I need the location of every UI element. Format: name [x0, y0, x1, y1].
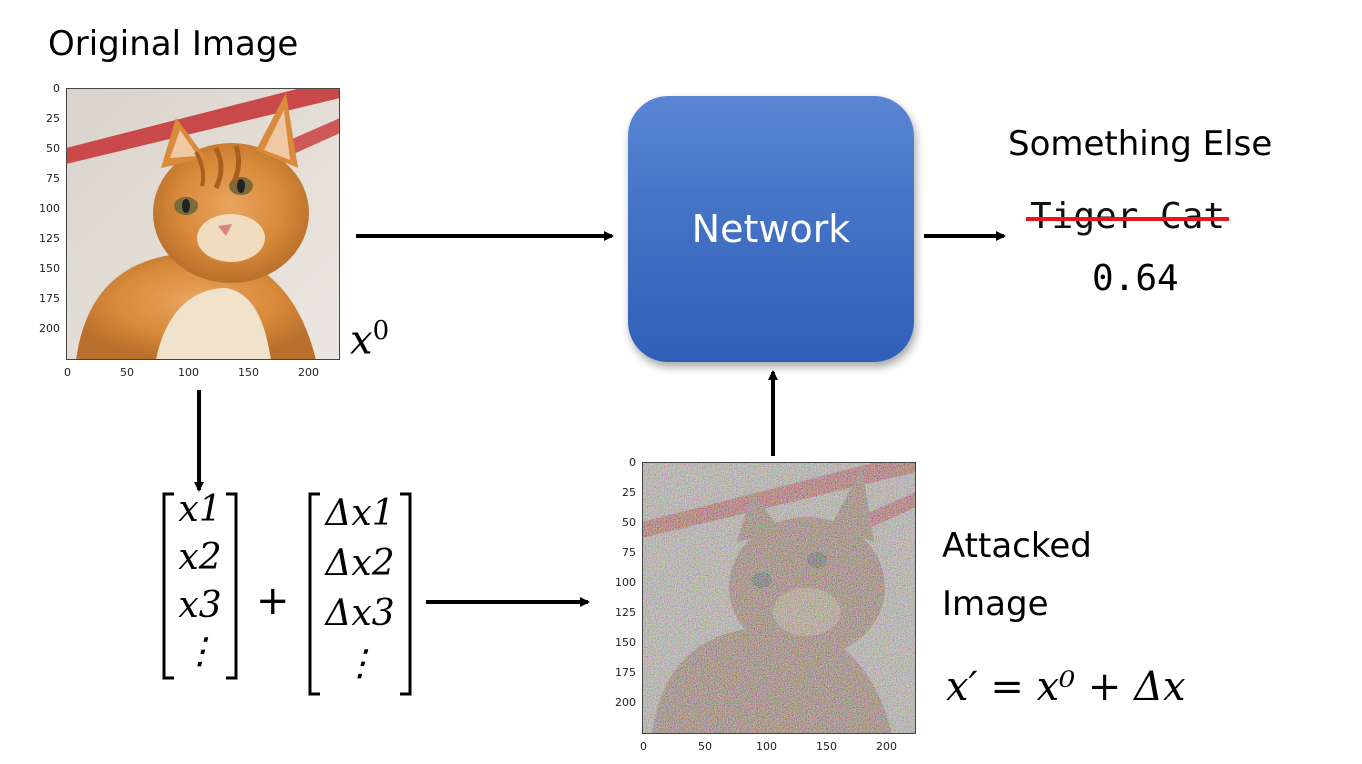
x-tick: 200: [298, 366, 319, 379]
original-y-axis: 0 25 50 75 100 125 150 175 200: [20, 82, 60, 342]
vector-entry: ⋮: [182, 631, 218, 672]
original-image-plot: [66, 78, 340, 360]
original-x-axis: 0 50 100 150 200: [60, 366, 350, 382]
x-tick: 0: [64, 366, 71, 379]
y-tick: 200: [39, 322, 60, 335]
x-vector: x1 x2 x3 ⋮: [160, 488, 240, 684]
orange-cat-image: [66, 78, 340, 360]
y-tick: 75: [46, 172, 60, 185]
delta-entry: Δx1: [325, 493, 395, 534]
plus-sign: +: [256, 578, 290, 624]
y-tick: 0: [629, 456, 636, 469]
y-tick: 50: [46, 142, 60, 155]
attacked-formula: x′ = x⁰ + Δx: [946, 664, 1186, 710]
y-tick: 100: [615, 576, 636, 589]
x-tick: 200: [876, 740, 897, 753]
y-tick: 125: [615, 606, 636, 619]
delta-entry: Δx3: [325, 593, 395, 634]
y-tick: 175: [39, 292, 60, 305]
attacked-title-line1: Attacked: [942, 526, 1092, 566]
struck-label: Tiger Cat: [1025, 196, 1230, 237]
vector-entry: x1: [178, 489, 222, 530]
y-tick: 150: [615, 636, 636, 649]
attacked-title-line2: Image: [942, 584, 1049, 624]
original-plot-frame: [66, 88, 340, 360]
x-tick: 100: [756, 740, 777, 753]
y-tick: 25: [46, 112, 60, 125]
network-label: Network: [691, 207, 851, 251]
y-tick: 25: [622, 486, 636, 499]
output-score: 0.64: [1092, 258, 1179, 299]
attacked-plot-frame: [642, 462, 916, 734]
attacked-image-plot: [642, 452, 916, 734]
output-title: Something Else: [1008, 124, 1273, 164]
vector-brackets: [162, 492, 238, 680]
x-tick: 100: [178, 366, 199, 379]
vector-entry: x2: [178, 537, 222, 578]
symbol-x: x: [350, 317, 373, 364]
delta-entry: ⋮: [342, 643, 378, 684]
attacked-x-axis: 0 50 100 150 200: [636, 740, 926, 756]
vector-entry: x3: [178, 585, 222, 626]
attacked-y-axis: 0 25 50 75 100 125 150 175 200: [596, 456, 636, 716]
y-tick: 50: [622, 516, 636, 529]
struck-label-wrap: Tiger Cat: [1025, 196, 1230, 237]
y-tick: 150: [39, 262, 60, 275]
y-tick: 0: [53, 82, 60, 95]
delta-vector-brackets: [308, 492, 412, 696]
y-tick: 75: [622, 546, 636, 559]
original-symbol: x0: [350, 316, 389, 363]
x-tick: 50: [120, 366, 134, 379]
original-image-title: Original Image: [48, 24, 299, 64]
delta-vector: Δx1 Δx2 Δx3 ⋮: [306, 488, 414, 700]
y-tick: 200: [615, 696, 636, 709]
x-tick: 0: [640, 740, 647, 753]
delta-entry: Δx2: [325, 543, 395, 584]
network-box: Network: [628, 96, 914, 362]
noisy-cat-image: [642, 452, 916, 734]
y-tick: 100: [39, 202, 60, 215]
x-tick: 150: [816, 740, 837, 753]
symbol-superscript: 0: [372, 316, 390, 346]
y-tick: 175: [615, 666, 636, 679]
x-tick: 150: [238, 366, 259, 379]
y-tick: 125: [39, 232, 60, 245]
x-tick: 50: [698, 740, 712, 753]
